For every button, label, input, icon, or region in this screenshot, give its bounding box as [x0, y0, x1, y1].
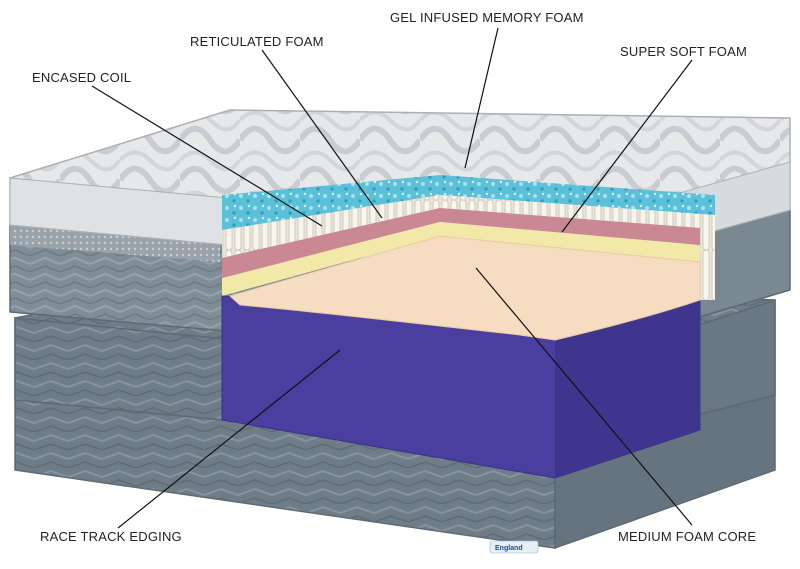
label-super-soft-foam: SUPER SOFT FOAM	[620, 44, 747, 59]
label-gel-infused-memory-foam: GEL INFUSED MEMORY FOAM	[390, 10, 584, 25]
label-reticulated-foam: RETICULATED FOAM	[190, 34, 324, 49]
cutaway-layers	[222, 175, 715, 478]
label-medium-foam-core: MEDIUM FOAM CORE	[618, 529, 756, 544]
label-encased-coil: ENCASED COIL	[32, 70, 131, 85]
brand-tag: England	[495, 545, 523, 552]
label-race-track-edging: RACE TRACK EDGING	[40, 529, 182, 544]
